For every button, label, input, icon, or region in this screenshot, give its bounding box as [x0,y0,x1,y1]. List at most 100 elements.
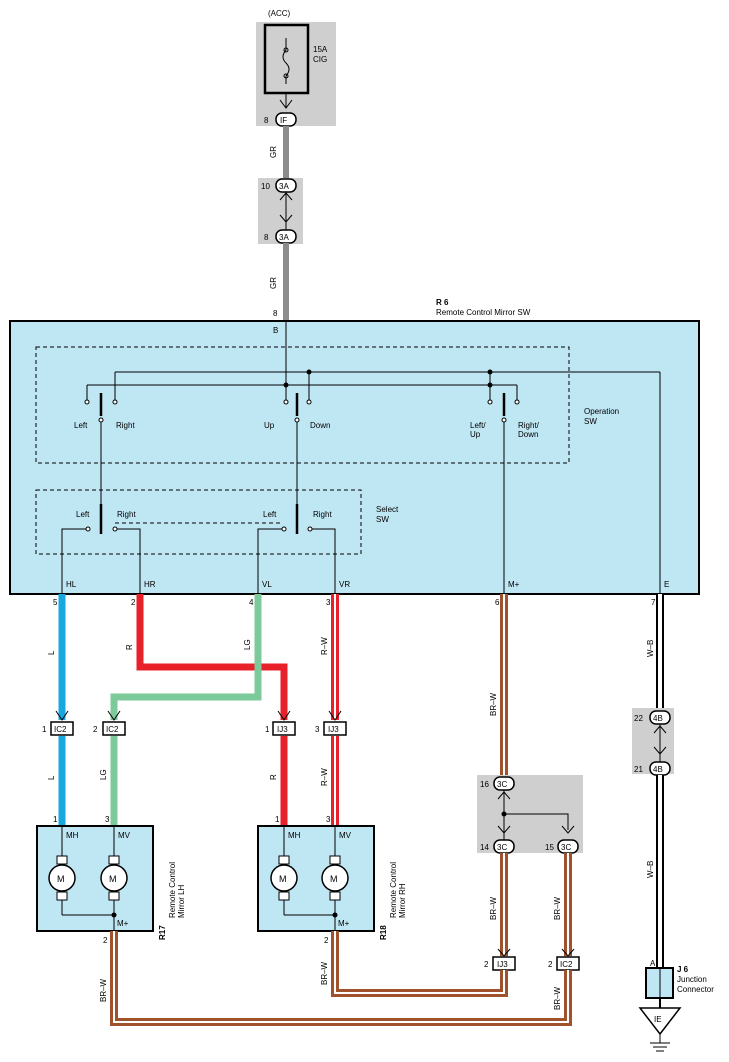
op-rightdown-label-2: Down [518,430,538,439]
wire-lg-label-2: LG [99,769,108,780]
wire-lg-label-1: LG [243,639,252,650]
wire-brw-label-4: BR–W [99,978,108,1002]
connector-4b-bot-pin: 21 [634,765,643,774]
connector-3c-l-pin: 14 [480,843,489,852]
wire-gr-label-2: GR [269,277,278,289]
ground-id: IE [654,1015,662,1024]
wire-rw-label-2: R–W [320,768,329,786]
operation-sw-region [35,346,570,464]
svg-text:1: 1 [42,725,47,734]
wire-brw-label-1: BR–W [489,692,498,716]
wire-r-upper [136,594,288,720]
op-up-label: Up [264,421,275,430]
connector-3a-top-pin: 10 [261,182,270,191]
switch-unit-name: Remote Control Mirror SW [436,308,531,317]
terminal-vr: VR [339,580,350,589]
fuse-rating: 15A [313,45,328,54]
connector-3c-top-pin: 16 [480,780,489,789]
connector-if-id: IF [280,116,287,125]
mirror-lh-pin-mv: 3 [105,815,110,824]
terminal-vl: VL [262,580,272,589]
mirror-lh-mv: MV [118,831,131,840]
svg-text:IJ3: IJ3 [497,960,508,969]
fuse-name: CIG [313,55,327,64]
sel-right-label-2: Right [313,510,332,519]
mirror-rh-pin-mplus: 2 [324,936,329,945]
switch-unit-code: R 6 [436,298,449,307]
mirror-rh-name-1: Remote Control [389,862,398,918]
pin-vl: 4 [249,598,254,607]
sel-left-label-2: Left [263,510,277,519]
mirror-rh-mplus: M+ [338,919,350,928]
select-sw-label-1: Select [376,505,399,514]
wire-brw-rh-bottom [331,931,508,997]
wire-brw-lh-bottom [110,931,572,1026]
op-left-label: Left [74,421,88,430]
operation-sw-label-2: SW [584,417,597,426]
switch-unit-b-pin: B [273,326,278,335]
wire-wb-label-1: W–B [646,640,655,657]
wire-rw-label-1: R–W [320,637,329,655]
svg-text:2: 2 [484,960,489,969]
mirror-rh-motor-v-label: M [330,874,338,884]
ground-icon [638,1007,682,1036]
svg-text:IC2: IC2 [54,725,67,734]
mirror-lh-pin-mh: 1 [53,815,58,824]
connector-ij3-r: IJ3 1 [265,710,296,736]
svg-text:2: 2 [548,960,553,969]
mirror-rh-motor-v-icon [321,864,349,892]
wire-brw-label-5: BR–W [320,961,329,985]
connector-ij3-bot: IJ3 2 [484,948,516,971]
connector-4b-bot-id: 4B [653,765,663,774]
wire-l-label-2: L [47,775,56,780]
fuse-block-bg [256,22,336,126]
mirror-lh-motor-v-icon [100,864,128,892]
connector-ic2-l: IC2 1 [42,710,74,736]
connector-3c-l-id: 3C [497,843,507,852]
terminal-hr: HR [144,580,156,589]
terminal-hl: HL [66,580,77,589]
wire-r-label-1: R [125,644,134,650]
svg-text:IC2: IC2 [560,960,573,969]
svg-text:IJ3: IJ3 [277,725,288,734]
mirror-lh-pin-mplus: 2 [103,936,108,945]
junction-code: J 6 [677,965,689,974]
connector-if-pin: 8 [264,116,269,125]
pin-mplus: 6 [495,598,500,607]
pin-hl: 5 [53,598,58,607]
wire-r-label-2: R [269,774,278,780]
sel-left-label-1: Left [76,510,90,519]
mirror-lh-name-2: Mirror LH [177,884,186,918]
wire-gr-label-1: GR [269,146,278,158]
svg-text:IC2: IC2 [106,725,119,734]
pin-e: 7 [651,598,656,607]
wire-l-label-1: L [47,650,56,655]
select-sw-label-2: SW [376,515,389,524]
svg-text:1: 1 [265,725,270,734]
fuse-icon [282,38,290,84]
op-leftup-label-2: Up [470,430,481,439]
wire-lg-upper [110,594,262,720]
operation-sw-label-1: Operation [584,407,619,416]
svg-text:IJ3: IJ3 [328,725,339,734]
connector-4b-top-id: 4B [653,714,663,723]
wire-brw-label-2: BR–W [489,896,498,920]
mirror-lh-name-1: Remote Control [168,862,177,918]
wire-brw-label-6: BR–W [553,986,562,1010]
junction-pin: A [650,959,656,968]
pin-vr: 3 [326,598,331,607]
svg-text:3: 3 [315,725,320,734]
junction-name-1: Junction [677,975,707,984]
mirror-lh-motor-h-icon [48,864,76,892]
terminal-e: E [664,580,669,589]
terminal-mplus: M+ [508,580,520,589]
connector-3c-r-id: 3C [561,843,571,852]
pin-hr: 2 [131,598,136,607]
wire-gr-pin: 8 [273,309,278,318]
op-right-label: Right [116,421,135,430]
connector-3c-top-id: 3C [497,780,507,789]
mirror-lh-mplus: M+ [117,919,129,928]
switch-unit-box [9,320,700,595]
connector-4b-top-pin: 22 [634,714,643,723]
